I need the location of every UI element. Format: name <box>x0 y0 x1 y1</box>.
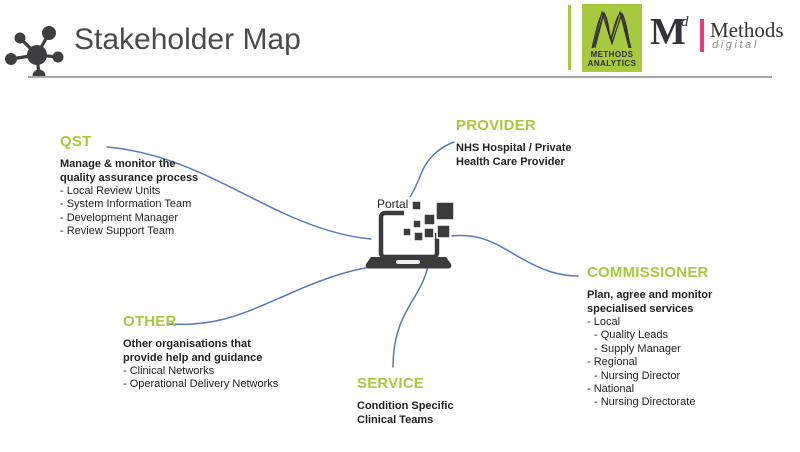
connector-service <box>392 264 429 368</box>
methods-digital-initial: M <box>650 11 686 53</box>
list-item: - System Information Team <box>60 198 192 211</box>
methods-digital-superscript: d <box>681 14 689 30</box>
scribble-m-icon <box>591 10 632 49</box>
page-title: Stakeholder Map <box>74 23 301 56</box>
group-qst-desc: Manage & monitor the <box>60 158 176 170</box>
connector-other <box>167 265 378 326</box>
group-provider-desc: NHS Hospital / Private <box>456 142 572 154</box>
connector-provider <box>407 141 455 201</box>
list-item: - Clinical Networks <box>123 365 215 377</box>
group-qst: QST Manage & monitor the quality assuran… <box>60 133 198 239</box>
list-item: - Nursing Directorate <box>594 396 696 409</box>
list-item: - Development Manager <box>60 211 179 224</box>
group-other: OTHER Other organisations that provide h… <box>123 313 278 392</box>
group-qst-desc: quality assurance process <box>60 171 199 184</box>
list-item: - Supply Manager <box>594 342 681 355</box>
list-item: - National <box>587 383 635 396</box>
group-service: SERVICE Condition Specific Clinical Team… <box>357 375 454 427</box>
list-item: - Review Support Team <box>60 225 175 238</box>
group-qst-title: QST <box>60 133 92 150</box>
group-commissioner-title: COMMISSIONER <box>587 264 709 281</box>
methods-analytics-logo: METHODS ANALYTICS <box>582 4 642 72</box>
header-divider <box>28 76 772 78</box>
group-other-desc: provide help and guidance <box>123 351 263 364</box>
group-commissioner: COMMISSIONER Plan, agree and monitor spe… <box>587 264 712 410</box>
group-commissioner-desc: Plan, agree and monitor <box>587 289 713 301</box>
methods-digital-accent-bar <box>700 19 704 52</box>
connector-qst <box>106 146 372 240</box>
group-other-desc: Other organisations that <box>123 338 251 350</box>
group-service-desc: Clinical Teams <box>357 413 434 426</box>
group-provider-desc: Health Care Provider <box>456 155 565 168</box>
list-item: - Quality Leads <box>594 329 668 342</box>
methods-digital-logo: M d Methods digital <box>648 12 798 60</box>
methods-digital-name: Methods <box>710 18 784 42</box>
group-provider: PROVIDER NHS Hospital / Private Health C… <box>456 117 572 169</box>
list-item: - Regional <box>587 356 638 369</box>
portal-laptop-icon <box>365 197 458 269</box>
group-service-desc: Condition Specific <box>357 400 454 412</box>
portal-label: Portal <box>377 197 409 211</box>
list-item: - Local Review Units <box>60 185 161 197</box>
methods-digital-tagline: digital <box>712 39 759 51</box>
list-item: - Operational Delivery Networks <box>123 378 279 391</box>
group-provider-title: PROVIDER <box>456 117 536 134</box>
methods-analytics-wordmark: METHODS ANALYTICS <box>587 50 637 68</box>
group-service-title: SERVICE <box>357 375 424 392</box>
list-item: - Local <box>587 316 621 328</box>
group-commissioner-desc: specialised services <box>587 302 694 315</box>
methods-analytics-accent-bar <box>568 5 571 70</box>
connector-commissioner <box>451 234 579 277</box>
list-item: - Nursing Director <box>594 369 681 382</box>
group-other-title: OTHER <box>123 313 177 330</box>
